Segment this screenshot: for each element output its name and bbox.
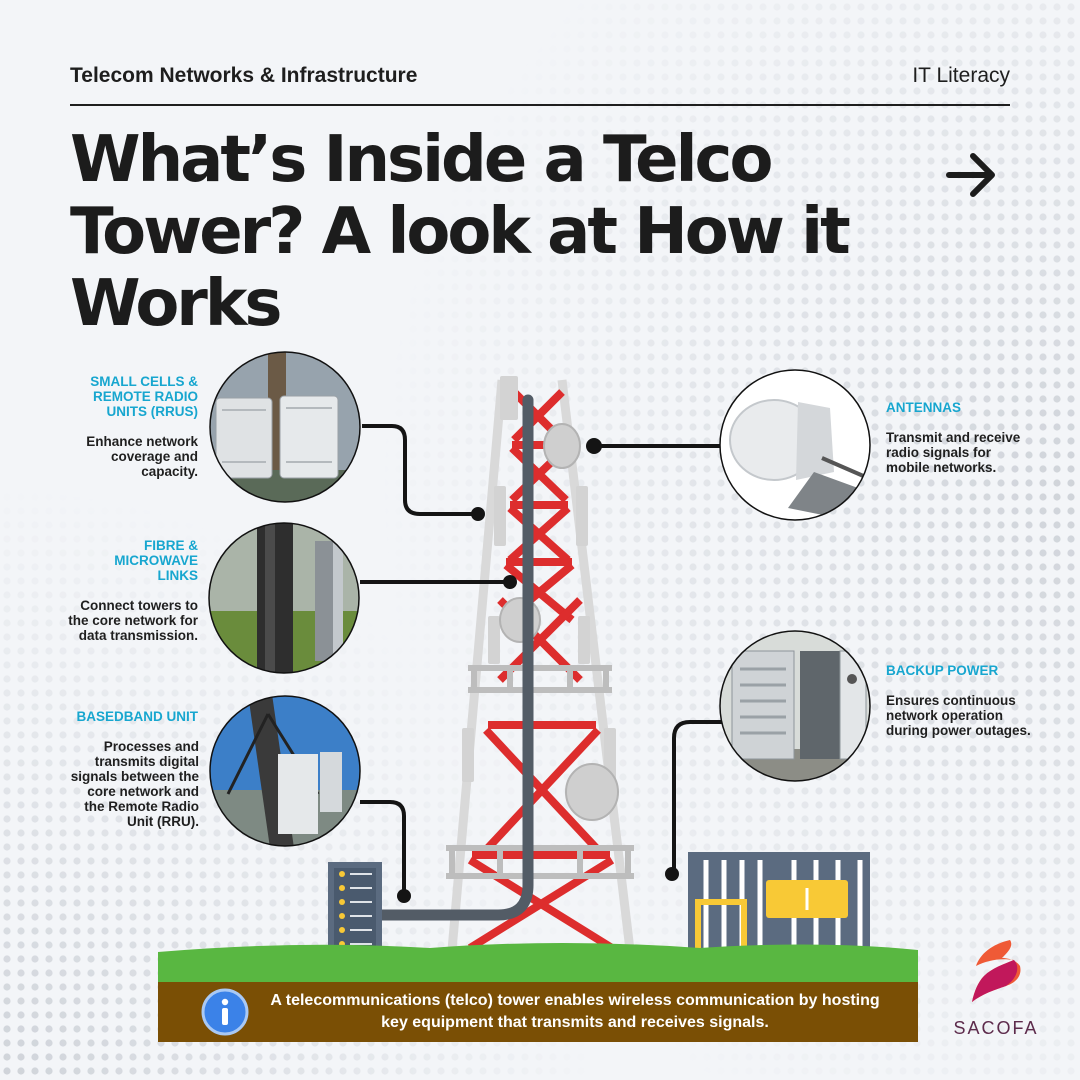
footer-text: A telecommunications (telco) tower enabl… bbox=[270, 992, 880, 1031]
baseband-unit-title: BASEDBAND UNIT bbox=[76, 709, 199, 724]
baseband-unit-description: Processes and transmits digital signals … bbox=[70, 739, 199, 829]
backup-power-title: BACKUP POWER bbox=[886, 663, 999, 678]
small-cells-photo bbox=[209, 351, 361, 503]
backup-power-illustration bbox=[688, 852, 870, 955]
connector-lines bbox=[360, 424, 722, 896]
antennas-photo bbox=[719, 369, 871, 521]
antennas-title: ANTENNAS bbox=[886, 400, 962, 415]
header-divider bbox=[70, 104, 1010, 106]
small-cells-title: SMALL CELLS & REMOTE RADIO UNITS (RRUS) bbox=[90, 374, 198, 419]
header-category: Telecom Networks & Infrastructure bbox=[70, 64, 418, 87]
baseband-unit-photo bbox=[209, 695, 361, 847]
grass-ground bbox=[158, 943, 918, 990]
small-cells-description: Enhance network coverage and capacity. bbox=[86, 434, 198, 479]
footer-banner bbox=[158, 982, 918, 1042]
sacofa-logo-text: SACOFA bbox=[953, 1018, 1039, 1038]
tower-structure bbox=[366, 376, 635, 952]
fibre-links-title: FIBRE & MICROWAVE LINKS bbox=[114, 538, 198, 583]
arrow-right-icon[interactable] bbox=[945, 148, 999, 198]
sacofa-logo-icon bbox=[972, 940, 1021, 1002]
info-icon bbox=[201, 988, 249, 1036]
backup-power-description: Ensures continuous network operation dur… bbox=[886, 693, 1031, 738]
backup-power-photo bbox=[719, 630, 871, 782]
antennas-description: Transmit and receive radio signals for m… bbox=[886, 430, 1021, 475]
fibre-links-description: Connect towers to the core network for d… bbox=[68, 598, 198, 643]
fibre-links-photo bbox=[208, 522, 360, 674]
page-title: What’s Inside a Telco Tower? A look at H… bbox=[70, 123, 851, 341]
header-series: IT Literacy bbox=[912, 64, 1010, 87]
